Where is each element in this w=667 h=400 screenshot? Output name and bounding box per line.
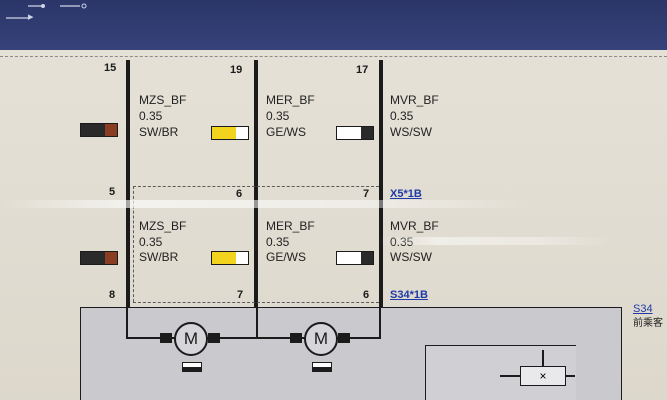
component-id-link[interactable]: S34	[633, 303, 653, 315]
wire-color: WS/SW	[390, 250, 432, 264]
connector-edge	[133, 186, 134, 302]
motor-tag	[312, 362, 332, 372]
pin-number: 6	[236, 188, 243, 200]
glare	[0, 200, 667, 208]
wire-mer-bf[interactable]	[254, 60, 258, 307]
arrow-icon: ▸	[28, 11, 34, 23]
component-label: 前乘客	[633, 318, 663, 329]
pin-number: 7	[237, 289, 244, 301]
color-swatch-sw-br	[80, 251, 118, 265]
wire-color: SW/BR	[139, 125, 179, 139]
motor-terminal	[160, 333, 172, 343]
pin-number: 6	[363, 289, 370, 301]
color-swatch-sw-br	[80, 123, 118, 137]
wire-color: SW/BR	[139, 250, 179, 264]
motor-tag	[182, 362, 202, 372]
wire-label: MZS_BF	[139, 93, 187, 107]
motor-icon[interactable]: M	[304, 322, 338, 356]
pin-number: 19	[230, 64, 243, 76]
wire-mvr-bf[interactable]	[379, 60, 383, 307]
motor-circuit-line	[126, 337, 381, 339]
wire-color: GE/WS	[266, 125, 307, 139]
color-swatch-ge-ws	[211, 126, 249, 140]
pin-number: 7	[363, 188, 370, 200]
wire-label: MER_BF	[266, 219, 315, 233]
motor-terminal	[338, 333, 350, 343]
connector-link-s34[interactable]: S34*1B	[390, 289, 428, 301]
fuse-box-icon[interactable]: ×	[520, 366, 566, 386]
wire-label: MER_BF	[266, 93, 315, 107]
color-swatch-ws-sw	[336, 126, 374, 140]
color-swatch-ge-ws	[211, 251, 249, 265]
sub-line	[564, 375, 575, 377]
wire-size: 0.35	[139, 235, 163, 249]
color-swatch-ws-sw	[336, 251, 374, 265]
sub-line	[542, 350, 544, 366]
wire-drop	[379, 307, 381, 337]
wire-size: 0.35	[266, 235, 290, 249]
wire-drop	[256, 307, 258, 337]
wire-size: 0.35	[390, 109, 414, 123]
motor-terminal	[290, 333, 302, 343]
motor-terminal	[208, 333, 220, 343]
pin-number: 15	[104, 62, 117, 74]
pin-number: 8	[109, 289, 116, 301]
pin-number: 17	[356, 64, 369, 76]
wire-drop	[126, 307, 128, 337]
connector-x5-outline	[133, 186, 379, 187]
wire-label: MVR_BF	[390, 93, 439, 107]
wire-color: WS/SW	[390, 125, 432, 139]
connector-link-x5[interactable]: X5*1B	[390, 188, 422, 200]
top-toolbar: ▸	[0, 0, 667, 50]
glare	[380, 237, 667, 245]
sub-line	[500, 375, 520, 377]
connector-s34-outline	[133, 302, 379, 303]
pin-number: 5	[109, 186, 116, 198]
wire-color: GE/WS	[266, 250, 307, 264]
wire-mzs-bf[interactable]	[126, 60, 130, 307]
wire-size: 0.35	[266, 109, 290, 123]
wire-label: MZS_BF	[139, 219, 187, 233]
wire-label: MVR_BF	[390, 219, 439, 233]
wire-size: 0.35	[139, 109, 163, 123]
switch-symbol	[6, 3, 87, 19]
diagram-top-border	[0, 56, 667, 57]
motor-icon[interactable]: M	[174, 322, 208, 356]
